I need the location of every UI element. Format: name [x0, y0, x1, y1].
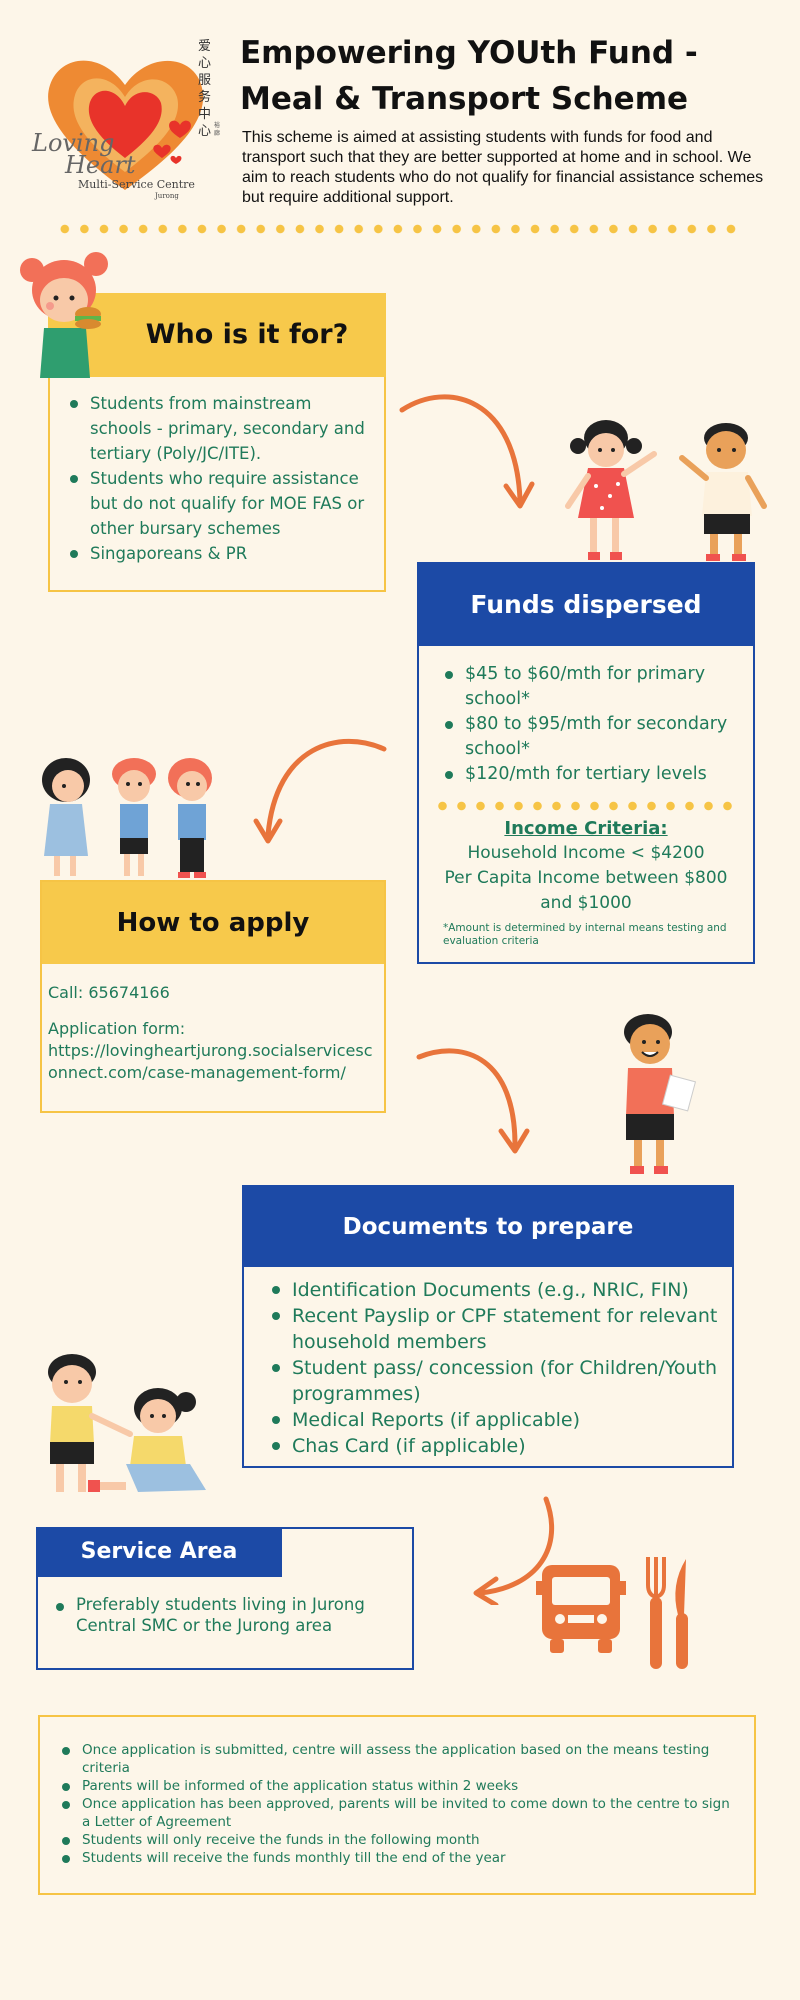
- apply-form-label: Application form:: [48, 1019, 186, 1038]
- fork-and-knife-icon: [646, 1557, 688, 1669]
- curved-arrow-icon: [399, 394, 535, 509]
- title-line-1: Empowering YOUth Fund -: [240, 35, 698, 71]
- three-kids-illustration: [42, 758, 212, 878]
- documents-item: Student pass/ concession (for Children/Y…: [270, 1355, 722, 1407]
- service-item: Preferably students living in Jurong Cen…: [54, 1594, 402, 1636]
- funds-item: $80 to $95/mth for secondary school*: [443, 712, 743, 762]
- who-list: Students from mainstream schools - prima…: [50, 377, 384, 566]
- funds-card: Funds dispersed $45 to $60/mth for prima…: [417, 562, 755, 964]
- footer-note: Students will receive the funds monthly …: [60, 1849, 734, 1867]
- funds-heading: Funds dispersed: [419, 564, 753, 646]
- apply-form-link[interactable]: https://lovingheartjurong.socialservices…: [48, 1041, 373, 1082]
- documents-item: Medical Reports (if applicable): [270, 1407, 722, 1433]
- who-item: Students from mainstream schools - prima…: [68, 391, 372, 466]
- apply-heading: How to apply: [42, 882, 384, 964]
- documents-item: Recent Payslip or CPF statement for rele…: [270, 1303, 722, 1355]
- documents-item: Identification Documents (e.g., NRIC, FI…: [270, 1277, 722, 1303]
- footer-note: Once application is submitted, centre wi…: [60, 1741, 734, 1777]
- income-criteria-title: Income Criteria:: [504, 818, 668, 839]
- service-card: Service Area Preferably students living …: [36, 1527, 414, 1670]
- loving-heart-logo: Loving Heart Multi-Service Centre Jurong…: [30, 39, 230, 210]
- logo-name-line2: Heart: [65, 151, 136, 179]
- who-item: Singaporeans & PR: [68, 541, 372, 566]
- documents-item: Chas Card (if applicable): [270, 1433, 722, 1459]
- funds-list: $45 to $60/mth for primary school* $80 t…: [419, 646, 753, 787]
- funds-item: $120/mth for tertiary levels: [443, 762, 743, 787]
- page-title: Empowering YOUth Fund - Meal & Transport…: [240, 30, 760, 122]
- logo-chinese: 爱心服务中心: [198, 39, 212, 139]
- kids-waving-illustration: [565, 420, 767, 561]
- dotted-divider: [55, 224, 745, 234]
- service-list: Preferably students living in Jurong Cen…: [54, 1594, 402, 1636]
- footer-note: Once application has been approved, pare…: [60, 1795, 734, 1831]
- intro-paragraph: This scheme is aimed at assisting studen…: [242, 129, 764, 206]
- documents-list: Identification Documents (e.g., NRIC, FI…: [244, 1267, 732, 1459]
- footer-notes-list: Once application is submitted, centre wi…: [40, 1717, 754, 1867]
- logo-location: Jurong: [155, 192, 179, 200]
- funds-item: $45 to $60/mth for primary school*: [443, 662, 743, 712]
- income-criteria-per-capita: Per Capita Income between $800 and $1000: [444, 868, 728, 913]
- service-heading: Service Area: [36, 1527, 282, 1577]
- apply-card: How to apply Call: 65674166 Application …: [40, 880, 386, 1113]
- kids-helping-illustration: [48, 1354, 206, 1492]
- heart-logo-icon: [48, 60, 204, 190]
- funds-dotted-divider: [433, 801, 739, 811]
- footer-note: Parents will be informed of the applicat…: [60, 1777, 734, 1795]
- logo-subtitle: Multi-Service Centre: [78, 178, 195, 191]
- title-line-2: Meal & Transport Scheme: [240, 81, 689, 117]
- boy-with-paper-illustration: [624, 1014, 697, 1174]
- curved-arrow-icon: [473, 1496, 555, 1605]
- who-item: Students who require assistance but do n…: [68, 466, 372, 541]
- footer-notes-card: Once application is submitted, centre wi…: [38, 1715, 756, 1895]
- apply-call: Call: 65674166: [48, 983, 170, 1002]
- curved-arrow-icon: [416, 1048, 530, 1154]
- documents-card: Documents to prepare Identification Docu…: [242, 1185, 734, 1468]
- logo-chinese-small: 裕廊: [214, 122, 221, 137]
- funds-note: *Amount is determined by internal means …: [443, 922, 727, 947]
- who-heading: Who is it for?: [48, 293, 386, 377]
- income-criteria-household: Household Income < $4200: [467, 843, 705, 863]
- footer-note: Students will only receive the funds in …: [60, 1831, 734, 1849]
- curved-arrow-icon: [253, 738, 387, 844]
- documents-heading: Documents to prepare: [244, 1187, 732, 1267]
- logo-name-line1: Loving: [32, 129, 115, 157]
- bus-icon: [536, 1565, 626, 1653]
- girl-eating-illustration: [20, 252, 108, 378]
- who-card-body: Students from mainstream schools - prima…: [48, 375, 386, 592]
